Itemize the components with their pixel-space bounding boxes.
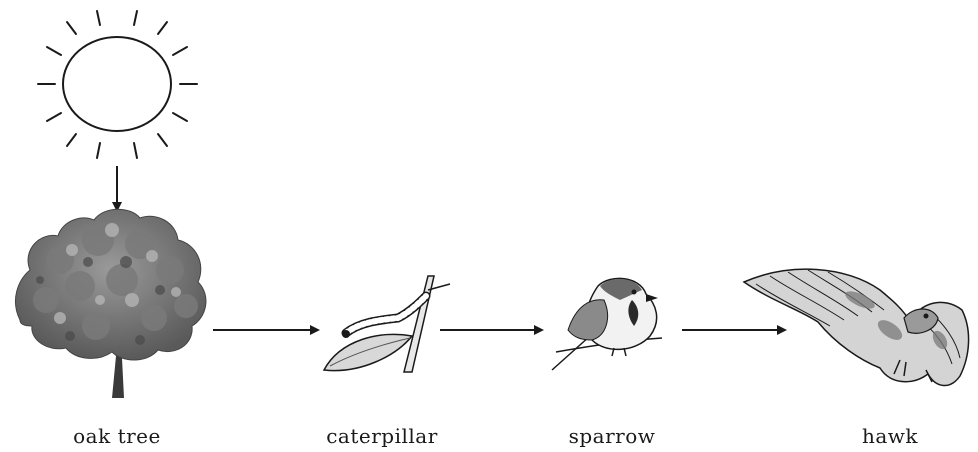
caterpillar-icon <box>322 275 451 373</box>
oak-tree-icon <box>15 208 207 398</box>
sparrow-icon <box>551 277 663 371</box>
label-sparrow: sparrow <box>568 424 656 448</box>
label-oak-tree: oak tree <box>73 424 161 448</box>
label-hawk: hawk <box>861 424 919 448</box>
hawk-icon <box>742 268 970 387</box>
label-caterpillar: caterpillar <box>326 424 438 448</box>
sun-icon <box>37 10 198 159</box>
